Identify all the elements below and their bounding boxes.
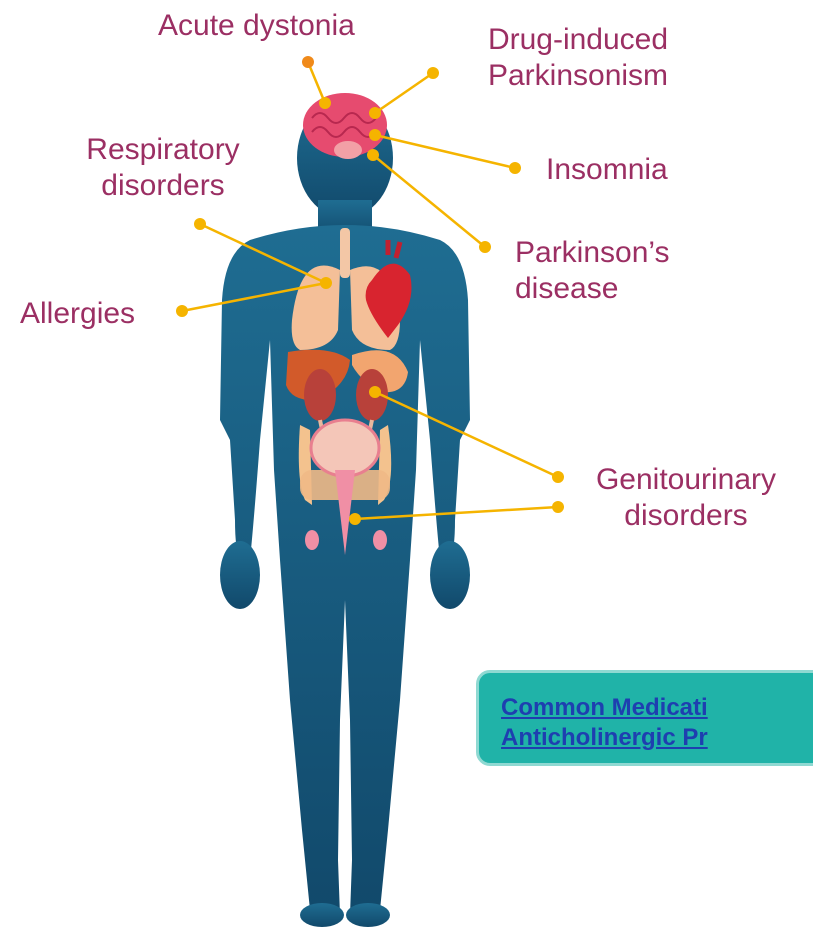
- dot-insomnia-label: [509, 162, 521, 174]
- dot-allergies-label: [176, 305, 188, 317]
- dot-kidney-organ: [369, 386, 381, 398]
- dot-acute-dystonia-organ: [319, 97, 331, 109]
- dot-drug-induced-organ: [369, 107, 381, 119]
- dot-acute-dystonia-label: [302, 56, 314, 68]
- label-acute-dystonia: Acute dystonia: [158, 8, 355, 44]
- label-genitourinary-disorders: Genitourinary disorders: [570, 462, 802, 534]
- label-drug-induced-parkinsonism: Drug-induced Parkinsonism: [458, 22, 698, 94]
- label-allergies: Allergies: [20, 296, 135, 332]
- label-respiratory-disorders: Respiratory disorders: [58, 132, 268, 204]
- dot-insomnia-organ: [369, 129, 381, 141]
- common-medications-callout[interactable]: Common Medicati Anticholinergic Pr: [476, 670, 813, 766]
- dot-respiratory-label: [194, 218, 206, 230]
- dot-genitourinary-label-1: [552, 471, 564, 483]
- dot-genitourinary-label-2: [552, 501, 564, 513]
- dot-parkinsons-label: [479, 241, 491, 253]
- dot-bladder-organ: [349, 513, 361, 525]
- dot-parkinsons-organ: [367, 149, 379, 161]
- dot-drug-induced-label: [427, 67, 439, 79]
- label-insomnia: Insomnia: [546, 152, 668, 188]
- label-parkinsons-disease: Parkinson’s disease: [515, 235, 670, 307]
- dot-lung-organ: [320, 277, 332, 289]
- common-medications-link[interactable]: Common Medicati Anticholinergic Pr: [501, 693, 708, 753]
